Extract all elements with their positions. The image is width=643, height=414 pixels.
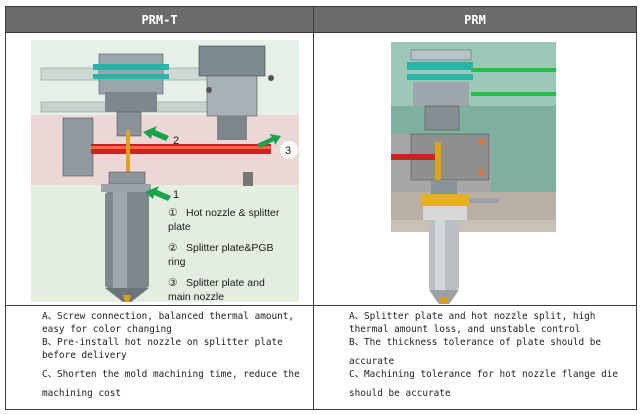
prm-t-desc-b-line1: B、Pre-install hot nozzle on splitter pla… — [42, 337, 283, 348]
column-divider — [313, 7, 314, 409]
legend-3-line2: main nozzle — [168, 291, 224, 302]
comparison-table: PRM-T PRM — [5, 6, 637, 410]
prm-t-desc-a-line1: A、Screw connection, balanced thermal amo… — [42, 311, 295, 322]
legend-2-num: ② — [168, 242, 178, 254]
callout-2: 2 — [173, 135, 179, 147]
legend-1-line1: Hot nozzle & splitter — [186, 207, 280, 219]
prm-desc-a-line2: thermal amount loss, and unstable contro… — [349, 324, 581, 335]
header-divider — [6, 32, 636, 33]
prm-t-desc-c-line1: C、Shorten the mold machining time, reduc… — [42, 369, 300, 380]
prm-desc-b-line1: B、The thickness tolerance of plate shoul… — [349, 337, 602, 348]
callout-3: 3 — [285, 145, 291, 157]
header-prm: PRM — [314, 7, 636, 32]
legend-3-line1: Splitter plate and — [186, 277, 265, 289]
prm-desc-c-line1: C、Machining tolerance for hot nozzle fla… — [349, 369, 619, 380]
prm-description: A、Splitter plate and hot nozzle split, h… — [349, 310, 631, 400]
prm-t-desc-b-line2: before delivery — [42, 350, 127, 361]
prm-t-illustration: 2 3 1 ① Hot nozzle & splitter plate ② Sp… — [31, 40, 299, 302]
header-prm-t: PRM-T — [6, 7, 313, 32]
callout-1: 1 — [173, 189, 179, 201]
legend-2-line2: ring — [168, 256, 186, 268]
prm-t-desc-c-line2: machining cost — [42, 388, 122, 399]
prm-desc-b-line2: accurate — [349, 356, 395, 367]
prm-desc-c-line2: should be accurate — [349, 388, 451, 399]
legend-3-num: ③ — [168, 277, 178, 289]
legend-2-line1: Splitter plate&PGB — [186, 242, 274, 254]
legend-1-line2: plate — [168, 221, 191, 233]
prm-t-description: A、Screw connection, balanced thermal amo… — [42, 310, 304, 400]
prm-illustration — [391, 42, 556, 304]
prm-t-desc-a-line2: easy for color changing — [42, 324, 172, 335]
row-divider — [6, 305, 636, 306]
legend-1-num: ① — [168, 207, 178, 219]
prm-desc-a-line1: A、Splitter plate and hot nozzle split, h… — [349, 311, 596, 322]
